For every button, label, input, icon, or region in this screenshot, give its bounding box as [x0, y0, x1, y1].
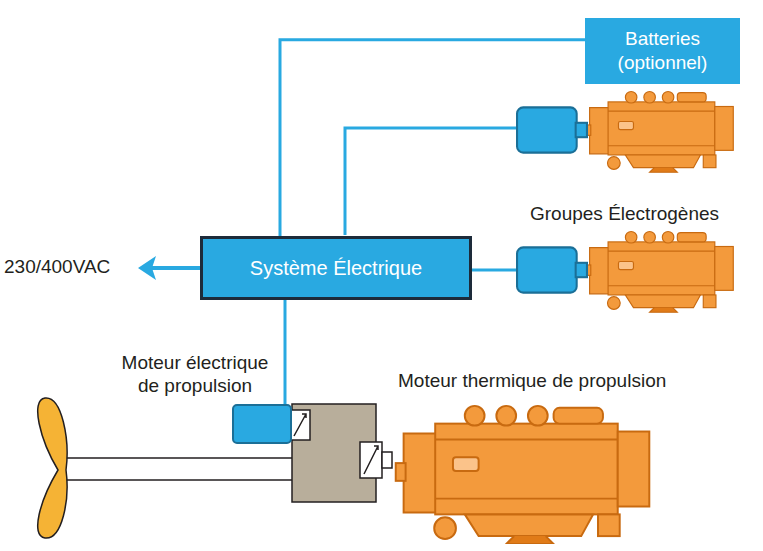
- clutch: [360, 442, 382, 478]
- node-text: Moteur électrique de propulsion: [120, 351, 270, 399]
- system-box: Système Électrique: [200, 236, 472, 300]
- engine-label: Moteur thermique de propulsion: [398, 370, 666, 393]
- wire: [345, 128, 516, 235]
- voltage-label: 230/400VAC: [4, 256, 110, 279]
- propeller: [38, 398, 67, 538]
- wire: [472, 269, 516, 272]
- generator-alternator: [517, 107, 587, 152]
- wire-connector: [285, 300, 286, 404]
- propeller-shaft: [60, 458, 295, 480]
- node-text: Batteries (optionnel): [595, 27, 730, 75]
- generator-label: Groupes Électrogènes: [530, 203, 719, 226]
- generator-alternator: [517, 247, 587, 292]
- arrowhead: [138, 256, 156, 280]
- node-text: Système Électrique: [250, 256, 422, 281]
- battery-box: Batteries (optionnel): [585, 18, 740, 84]
- electric-motor: Moteur électrique de propulsion: [232, 404, 292, 444]
- generator-engine: [585, 92, 733, 173]
- propulsion-engine: [396, 406, 650, 544]
- clutch: [290, 410, 310, 440]
- output-arrow: [150, 266, 200, 270]
- generator-engine: [585, 232, 733, 313]
